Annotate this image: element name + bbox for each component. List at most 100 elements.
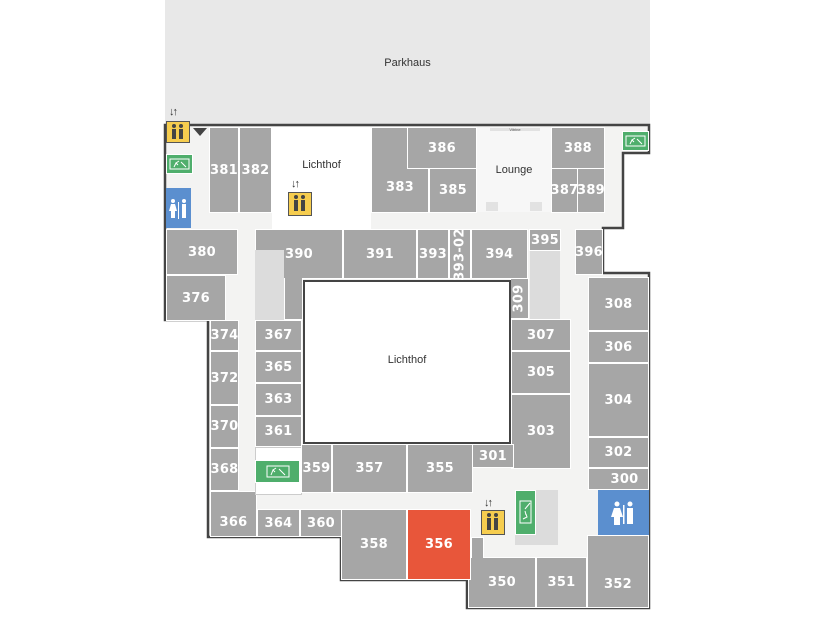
room-366[interactable]: 366 [210,491,257,537]
room-label: 368 [210,462,239,477]
room-393[interactable]: 393 [417,229,449,279]
elevator-icon [288,192,312,216]
room-367[interactable]: 367 [255,320,302,351]
room-357[interactable]: 357 [332,444,407,493]
room-352[interactable]: 352 [587,535,649,608]
room-label: 395 [530,232,560,248]
room-label: 305 [526,365,556,380]
room-label: 388 [563,140,593,156]
room-381[interactable]: 381 [209,127,239,213]
room-label: 355 [425,461,455,476]
elevator-icon [166,121,190,143]
room-387[interactable]: 387 [550,168,579,213]
room-label: 387 [550,183,579,198]
room-label: 382 [241,162,270,178]
room-359[interactable]: 359 [301,444,332,493]
room-351[interactable]: 351 [536,557,587,608]
room-303[interactable]: 303 [511,394,571,469]
room-label: 390 [284,246,314,262]
room-396[interactable]: 396 [575,229,603,275]
elevator-icon [481,510,505,535]
room-376[interactable]: 376 [166,275,226,321]
room-label: 360 [306,515,336,531]
parking-garage: Parkhaus [165,0,650,125]
room-385[interactable]: 385 [429,168,477,213]
room-label: 356 [424,537,454,552]
room-393-02[interactable]: 393-02 [449,227,471,281]
emergency-exit-icon [622,131,649,151]
entrance-marker [193,128,207,136]
emergency-exit-icon [166,154,193,174]
room-363[interactable]: 363 [255,383,302,416]
room-300[interactable]: 300 [588,468,649,490]
room-label: 352 [603,577,633,592]
elevator-arrows-icon: ↓↑ [169,106,178,118]
room-label: 351 [547,575,576,590]
courtyard-center: Lichthof [303,280,511,444]
room-386[interactable]: 386 [407,127,477,169]
room-label: 350 [487,575,517,590]
room-364[interactable]: 364 [257,509,300,537]
room-355[interactable]: 355 [407,444,473,493]
parking-label: Parkhaus [384,56,431,69]
room-365[interactable]: 365 [255,351,302,383]
room-394[interactable]: 394 [471,229,528,279]
room-label: 359 [302,461,331,476]
room-358[interactable]: 358 [341,509,407,580]
display-case: Vitrine [490,127,540,132]
courtyard-top: Lichthof [272,127,371,244]
room-383[interactable]: 383 [371,127,429,213]
room-306[interactable]: 306 [588,331,649,363]
room-label: 389 [576,183,606,198]
emergency-exit-icon [255,460,300,483]
room-label: 396 [574,244,604,260]
room-label: 391 [365,246,395,262]
room-307[interactable]: 307 [511,319,571,351]
room-374[interactable]: 374 [210,320,239,351]
room-label: 364 [264,515,293,531]
room-382[interactable]: 382 [239,127,272,213]
elevator-arrows-icon: ↓↑ [291,178,300,190]
lounge: Lounge [477,127,551,212]
room-301[interactable]: 301 [472,444,514,468]
room-361[interactable]: 361 [255,416,302,447]
room-350-extension [471,537,484,558]
room-label: 302 [604,445,633,460]
room-label: 370 [210,419,239,434]
room-label: 381 [209,162,239,178]
room-390-extension [284,278,303,320]
room-368[interactable]: 368 [210,448,239,491]
room-304[interactable]: 304 [588,363,649,437]
room-380[interactable]: 380 [166,229,238,275]
room-372[interactable]: 372 [210,351,239,405]
room-308[interactable]: 308 [588,277,649,331]
lounge-label: Lounge [495,163,533,176]
room-302[interactable]: 302 [588,437,649,468]
room-label: 386 [427,140,457,156]
room-305[interactable]: 305 [511,351,571,394]
room-360[interactable]: 360 [300,509,342,537]
room-label: 376 [181,290,211,306]
room-391[interactable]: 391 [343,229,417,279]
stairwell [255,250,284,320]
room-309[interactable]: 309 [510,278,529,319]
room-label: 303 [526,424,556,439]
room-370[interactable]: 370 [210,405,239,448]
display-case [486,202,498,211]
room-label: 374 [210,328,239,343]
room-label: 361 [264,424,293,439]
emergency-exit-icon [515,490,536,535]
room-label: 385 [438,183,468,198]
room-389[interactable]: 389 [577,168,605,213]
room-356-highlighted[interactable]: 356 [407,509,471,580]
room-label: 308 [604,296,633,312]
room-label: 307 [526,327,556,343]
restroom-icon [598,490,649,535]
room-label: 393-02 [452,227,468,281]
room-395[interactable]: 395 [529,229,561,251]
room-label: 363 [264,392,293,407]
courtyard-label: Lichthof [302,159,341,171]
room-388[interactable]: 388 [551,127,605,169]
room-label: 301 [478,448,508,464]
room-350[interactable]: 350 [468,557,536,608]
